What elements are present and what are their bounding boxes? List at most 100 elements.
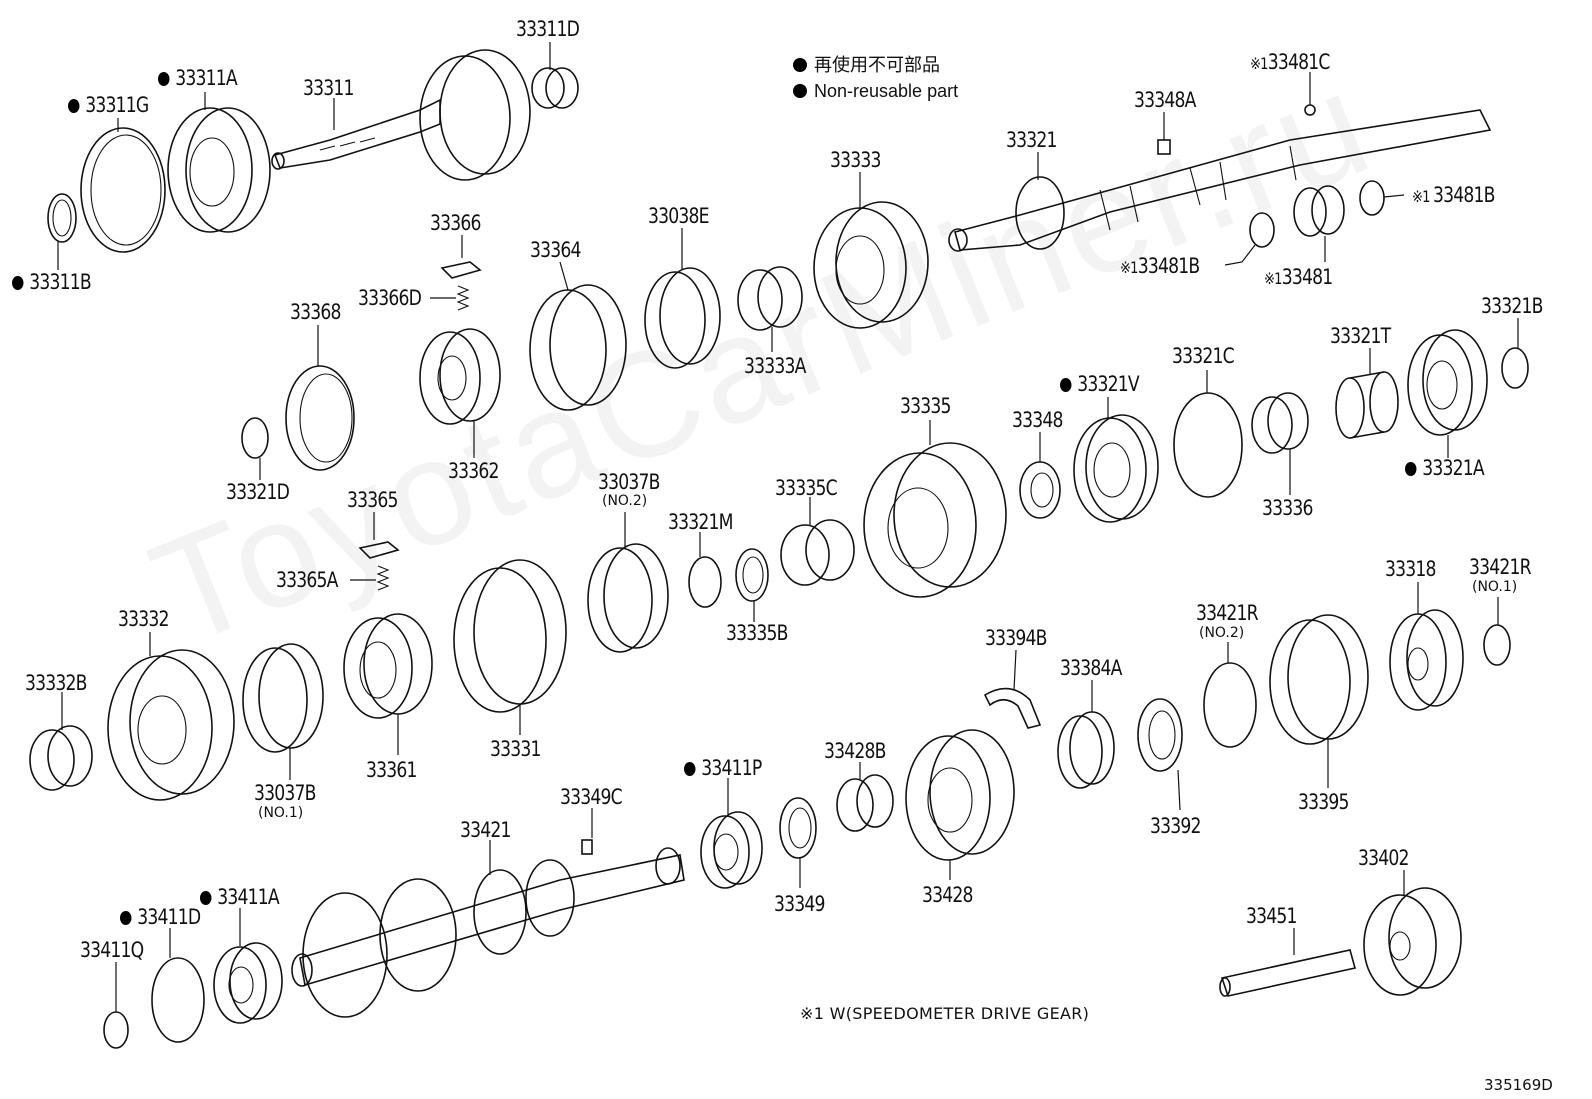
part-33428-gear[interactable] — [905, 729, 1015, 861]
part-33311B-snap-ring[interactable] — [47, 193, 77, 243]
label-33366[interactable]: 33366 — [430, 211, 482, 235]
part-33335-gear[interactable] — [863, 442, 1007, 598]
part-33349C-pin[interactable] — [581, 839, 593, 855]
label-33321B[interactable]: 33321B — [1481, 294, 1544, 318]
label-33365[interactable]: 33365 — [347, 488, 399, 512]
part-33321B-snap-ring[interactable] — [1501, 347, 1529, 389]
part-33428B-needle-bearing[interactable] — [836, 774, 894, 832]
label-33411Q[interactable]: 33411Q — [80, 938, 144, 962]
label-33318[interactable]: 33318 — [1385, 557, 1437, 581]
part-33332B-needle-bearing[interactable] — [29, 725, 93, 791]
label-33335B[interactable]: 33335B — [726, 621, 789, 645]
label-33421R-no1[interactable]: 33421R — [1469, 555, 1532, 579]
label-33384A[interactable]: 33384A — [1060, 656, 1122, 680]
label-33362[interactable]: 33362 — [448, 459, 500, 483]
label-33311[interactable]: 33311 — [303, 76, 355, 100]
label-33321V[interactable]: 33321V — [1060, 374, 1140, 395]
part-33311A-bearing[interactable] — [167, 107, 271, 233]
label-33335C[interactable]: 33335C — [775, 476, 838, 500]
part-33392-clip[interactable] — [1137, 698, 1183, 772]
label-33411A[interactable]: 33411A — [200, 887, 280, 908]
label-33421[interactable]: 33421 — [460, 818, 512, 842]
part-33362-hub-sleeve[interactable] — [419, 328, 501, 425]
part-33335C-needle-bearing[interactable] — [780, 519, 855, 586]
part-33368-synchro-ring[interactable] — [285, 365, 355, 471]
part-33321A-bearing[interactable] — [1407, 329, 1488, 436]
label-33392[interactable]: 33392 — [1150, 814, 1202, 838]
part-33395-sleeve[interactable] — [1269, 614, 1369, 745]
part-33333-gear[interactable] — [813, 201, 929, 329]
part-33348-washer[interactable] — [1019, 461, 1061, 519]
label-33321A[interactable]: 33321A — [1405, 458, 1485, 479]
part-33038E-synchro-ring[interactable] — [644, 267, 721, 369]
part-33321M-snap-ring[interactable] — [688, 556, 722, 608]
label-33332[interactable]: 33332 — [118, 607, 170, 631]
part-33402-reverse-idler-gear[interactable] — [1363, 887, 1462, 996]
part-33321T-collar[interactable] — [1335, 371, 1399, 439]
label-33348A[interactable]: 33348A — [1134, 88, 1196, 112]
part-33411P-bearing[interactable] — [700, 811, 763, 889]
part-33311D-needle-bearing[interactable] — [531, 67, 579, 109]
part-33365A-spring[interactable] — [376, 565, 390, 591]
label-33411D[interactable]: 33411D — [120, 907, 201, 928]
label-33332B[interactable]: 33332B — [25, 671, 88, 695]
label-33481[interactable]: ※133481 — [1264, 267, 1333, 288]
label-33321T[interactable]: 33321T — [1330, 324, 1391, 348]
part-33332-gear[interactable] — [107, 649, 235, 801]
label-33428B[interactable]: 33428B — [824, 739, 887, 763]
label-33421R-no2[interactable]: 33421R — [1196, 601, 1259, 625]
label-33349[interactable]: 33349 — [774, 892, 826, 916]
part-33037B-no1-synchro-ring[interactable] — [242, 643, 324, 753]
label-33364[interactable]: 33364 — [530, 238, 582, 262]
part-33394B-plate[interactable] — [983, 687, 1042, 729]
label-33451[interactable]: 33451 — [1246, 904, 1298, 928]
part-33481-speedometer-drive-gear[interactable] — [1293, 185, 1345, 237]
label-33481B-left[interactable]: ※133481B — [1120, 256, 1200, 277]
part-33411D-snap-ring[interactable] — [151, 957, 205, 1043]
label-33361[interactable]: 33361 — [366, 758, 418, 782]
part-33349-washer[interactable] — [779, 797, 817, 859]
part-33311-input-shaft[interactable] — [271, 49, 531, 181]
part-33421R-no1-snap-ring[interactable] — [1483, 624, 1511, 666]
label-33331[interactable]: 33331 — [490, 737, 542, 761]
part-33421-counter-gear-shaft[interactable] — [291, 847, 685, 1018]
label-33321M[interactable]: 33321M — [668, 510, 734, 534]
part-33321V-bearing[interactable] — [1073, 414, 1159, 523]
label-33366D[interactable]: 33366D — [358, 286, 422, 310]
part-33333A-needle-bearing[interactable] — [737, 266, 803, 331]
label-33037B-no2[interactable]: 33037B — [598, 470, 661, 494]
part-33481B-clip-left[interactable] — [1249, 212, 1275, 248]
label-33336[interactable]: 33336 — [1262, 496, 1314, 520]
label-33333A[interactable]: 33333A — [744, 354, 806, 378]
part-33365-key[interactable] — [358, 541, 400, 559]
label-33311G[interactable]: 33311G — [68, 95, 149, 116]
label-33038E[interactable]: 33038E — [648, 204, 710, 228]
part-33321D-snap-ring[interactable] — [241, 417, 269, 459]
label-33037B-no1[interactable]: 33037B — [254, 781, 317, 805]
part-33361-hub[interactable] — [343, 613, 433, 719]
part-33481C-ball[interactable] — [1304, 104, 1316, 116]
label-33348[interactable]: 33348 — [1012, 408, 1064, 432]
part-33321-output-shaft[interactable] — [948, 109, 1492, 252]
part-33411Q-snap-ring[interactable] — [103, 1011, 129, 1049]
part-33037B-no2-synchro-ring[interactable] — [587, 543, 669, 653]
part-33411A-bearing[interactable] — [213, 942, 283, 1024]
label-33394B[interactable]: 33394B — [985, 626, 1048, 650]
part-33364-sleeve[interactable] — [529, 284, 627, 411]
label-33411P[interactable]: 33411P — [684, 758, 762, 779]
label-33368[interactable]: 33368 — [290, 300, 342, 324]
part-33348A-pin[interactable] — [1157, 139, 1171, 155]
label-33365A[interactable]: 33365A — [276, 568, 338, 592]
part-33331-sleeve[interactable] — [453, 559, 567, 713]
label-33349C[interactable]: 33349C — [560, 785, 623, 809]
part-33335B-washer[interactable] — [735, 548, 769, 602]
part-33384A-synchro-ring[interactable] — [1057, 711, 1115, 789]
part-33311G-snap-ring[interactable] — [80, 127, 166, 253]
label-33311D[interactable]: 33311D — [516, 17, 580, 41]
part-33421R-no2-snap-ring[interactable] — [1203, 662, 1257, 748]
part-33451-shaft[interactable] — [1219, 949, 1356, 997]
part-33336-spacer[interactable] — [1251, 392, 1309, 454]
label-33481C[interactable]: ※133481C — [1250, 52, 1330, 73]
part-33321C-snap-ring[interactable] — [1173, 392, 1243, 498]
